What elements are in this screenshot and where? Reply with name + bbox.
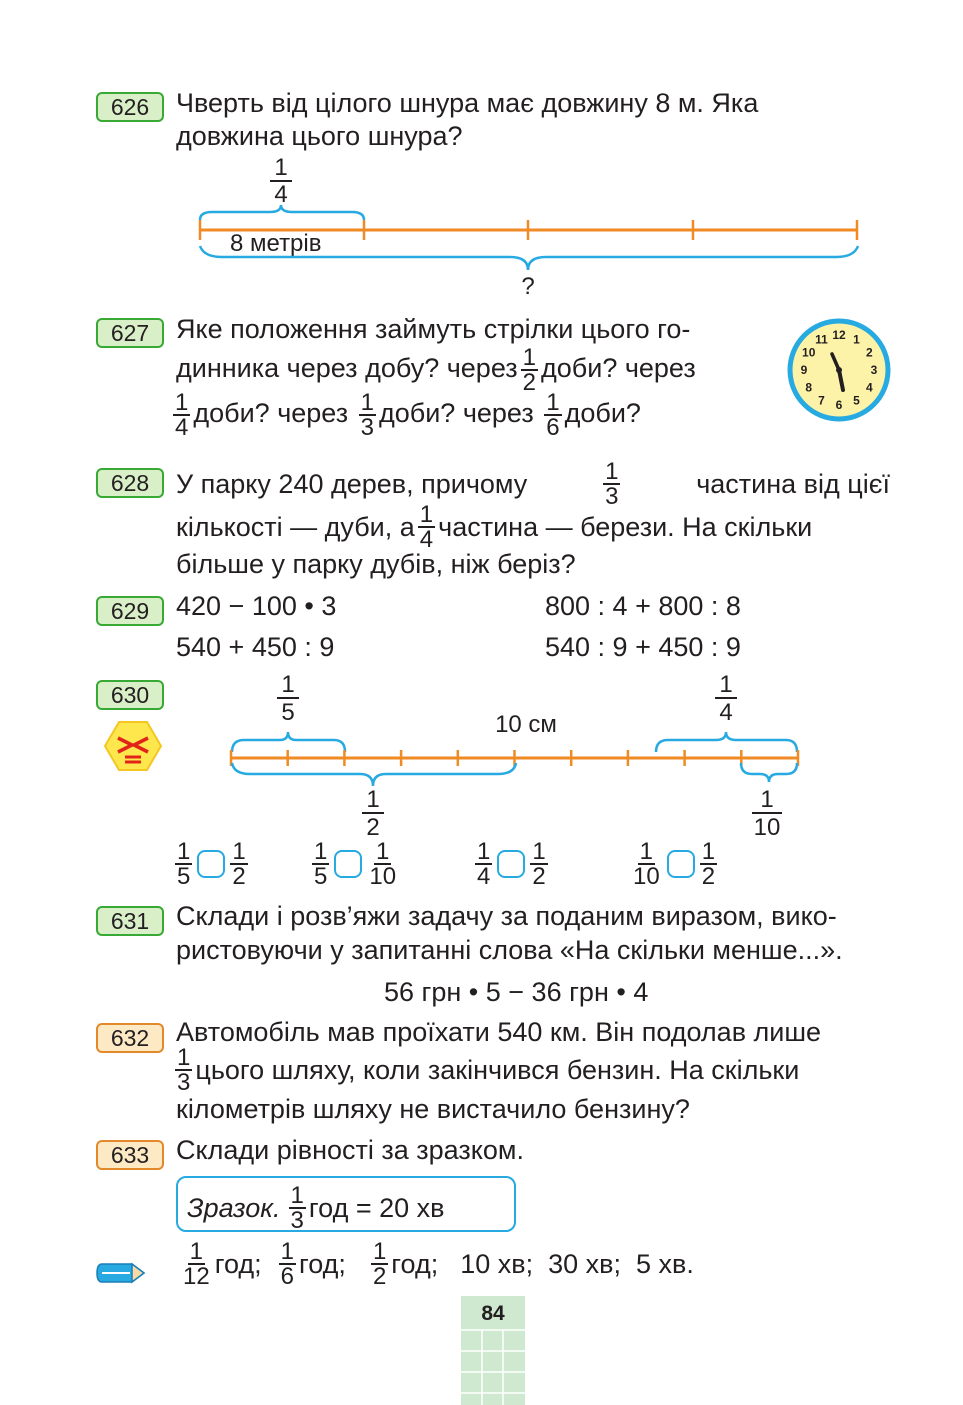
- clock-numeral: 3: [871, 363, 878, 377]
- page-number-box: 84: [461, 1296, 525, 1405]
- quarter-brace-630: [654, 731, 799, 753]
- svg-text:1: 1: [760, 786, 773, 813]
- clock-numeral: 9: [801, 363, 808, 377]
- clock-numeral: 12: [832, 328, 846, 342]
- pencil-icon: [96, 1262, 146, 1284]
- task-629-expr4: 540 : 9 + 450 : 9: [545, 632, 741, 662]
- svg-text:1: 1: [281, 671, 294, 698]
- task-number-627: 627: [96, 318, 164, 348]
- task-626-line1: Чверть від цілого шнура має довжину 8 м.…: [176, 88, 759, 118]
- svg-text:2: 2: [366, 814, 379, 841]
- clock-numeral: 6: [836, 398, 843, 412]
- clock-numeral: 7: [818, 393, 825, 407]
- tenth-brace: [739, 762, 799, 783]
- task-626-line2: довжина цього шнура?: [176, 121, 463, 151]
- task-number-628: 628: [96, 468, 164, 498]
- clock-numeral: 5: [853, 393, 860, 407]
- compare-box[interactable]: [334, 850, 363, 878]
- task-number-626: 626: [96, 92, 164, 122]
- task-number-629: 629: [96, 596, 164, 626]
- task-633-line1: Склади рівності за зразком.: [176, 1135, 524, 1165]
- ruler-total-label: 10 см: [495, 711, 557, 738]
- task-number-630: 630: [96, 680, 164, 710]
- task-631-expression: 56 грн • 5 − 36 грн • 4: [384, 977, 649, 1007]
- svg-text:5: 5: [281, 699, 294, 726]
- half-brace: [230, 762, 518, 787]
- task-629-expr1: 420 − 100 • 3: [176, 591, 337, 621]
- compare-icon: [104, 721, 162, 771]
- rope-segment-label: 8 метрів: [230, 230, 322, 257]
- task-629-expr2: 800 : 4 + 800 : 8: [545, 591, 741, 621]
- rope-fraction-den: 4: [274, 181, 287, 208]
- task-627-line1: Яке положення займуть стрілки цього го-: [176, 314, 691, 344]
- quarter-brace: [198, 204, 366, 221]
- task-631-line1: Склади і розв’яжи задачу за поданим вира…: [176, 901, 837, 931]
- clock-numeral: 1: [853, 333, 860, 347]
- svg-text:1: 1: [719, 671, 732, 698]
- task-number-631: 631: [96, 906, 164, 936]
- clock-hour-hand: [837, 368, 845, 392]
- clock-numeral: 8: [805, 381, 812, 395]
- clock-numeral: 11: [815, 333, 828, 347]
- svg-text:4: 4: [719, 699, 732, 726]
- svg-text:10: 10: [754, 814, 781, 841]
- rope-fraction-num: 1: [274, 154, 287, 181]
- task-628-line3: більше у парку дубів, ніж беріз?: [176, 549, 576, 579]
- task-631-line2: ристовуючи у запитанні слова «На скільки…: [176, 935, 843, 965]
- task-629-expr3: 540 + 450 : 9: [176, 632, 335, 662]
- clock-numeral: 10: [802, 346, 816, 360]
- ruler-diagram-630: 1 5 10 см 1 4 1 2 1 10: [229, 671, 800, 841]
- page-number: 84: [481, 1302, 505, 1325]
- clock-numeral: 2: [866, 346, 873, 360]
- task-number-633: 633: [96, 1140, 164, 1170]
- task-number-632: 632: [96, 1023, 164, 1053]
- task-632-line1: Автомобіль мав проїхати 540 км. Він подо…: [176, 1017, 822, 1047]
- whole-brace: [198, 245, 860, 271]
- compare-box[interactable]: [666, 850, 695, 878]
- compare-box[interactable]: [197, 850, 226, 878]
- fifth-brace: [230, 731, 347, 753]
- compare-box[interactable]: [497, 850, 526, 878]
- rope-diagram-626: 1 4 8 метрів ?: [198, 154, 860, 300]
- rope-question: ?: [521, 273, 534, 300]
- clock-numeral: 4: [866, 381, 873, 395]
- task-632-line3: кілометрів шляху не вистачило бензину?: [176, 1094, 690, 1124]
- svg-text:1: 1: [366, 786, 379, 813]
